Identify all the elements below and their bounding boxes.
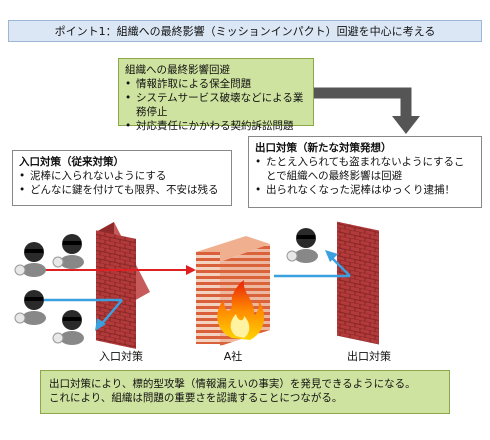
mission-impact-heading: 組織への最終影響回避	[125, 64, 230, 76]
flow-arrow-top-to-exit	[314, 87, 420, 134]
title-text: ポイント1：組織への最終影響（ミッションインパクト）回避を中心に考える	[54, 25, 436, 38]
fire-icon	[217, 280, 265, 340]
blue-blocked-arrow-entrance	[42, 298, 123, 331]
entrance-measures-list: 泥棒に入られないようにする どんなに鍵を付けても限界、不安は残る	[19, 169, 225, 197]
exit-measures-box: 出口対策（新たな対策発想） たとえ入られても盗まれないようにすることで組織への最…	[248, 136, 482, 208]
title-bar: ポイント1：組織への最終影響（ミッションインパクト）回避を中心に考える	[8, 20, 482, 42]
entrance-measures-box: 入口対策（従来対策） 泥棒に入られないようにする どんなに鍵を付けても限界、不安…	[12, 150, 232, 206]
thief-icon	[14, 290, 46, 325]
entrance-label: 入口対策	[99, 350, 143, 363]
list-item: 対応責任にかかわる契約訴訟問題	[125, 119, 307, 133]
blue-blocked-arrow-exit	[274, 250, 351, 278]
thief-icon	[286, 228, 318, 263]
list-item: 情報詐取による保全問題	[125, 77, 307, 91]
red-intrusion-arrow	[42, 265, 196, 275]
conclusion-box: 出口対策により、標的型攻撃（情報漏えいの事実）を発見できるようになる。 これによ…	[40, 370, 450, 414]
list-item: たとえ入られても盗まれないようにすることで組織への最終影響は回避	[255, 155, 475, 183]
thief-icon	[52, 234, 84, 269]
exit-wall	[337, 221, 379, 345]
thief-icon	[14, 242, 46, 277]
list-item: システムサービス破壊などによる業務停止	[125, 91, 307, 119]
exit-measures-heading: 出口対策（新たな対策発想）	[255, 142, 392, 154]
exit-measures-list: たとえ入られても盗まれないようにすることで組織への最終影響は回避 出られなくなっ…	[255, 155, 475, 197]
mission-impact-list: 情報詐取による保全問題 システムサービス破壊などによる業務停止 対応責任にかかわ…	[125, 77, 307, 133]
company-label: A社	[223, 350, 243, 363]
conclusion-line-2: これにより、組織は問題の重要さを認識することにつながる。	[49, 392, 343, 404]
mission-impact-box: 組織への最終影響回避 情報詐取による保全問題 システムサービス破壊などによる業務…	[118, 58, 314, 133]
list-item: どんなに鍵を付けても限界、不安は残る	[19, 183, 225, 197]
list-item: 出られなくなった泥棒はゆっくり逮捕！	[255, 183, 475, 197]
conclusion-line-1: 出口対策により、標的型攻撃（情報漏えいの事実）を発見できるようになる。	[49, 378, 416, 390]
list-item: 泥棒に入られないようにする	[19, 169, 225, 183]
entrance-measures-heading: 入口対策（従来対策）	[19, 156, 124, 168]
exit-label: 出口対策	[347, 350, 391, 363]
entrance-wall	[96, 222, 150, 349]
thief-icon	[52, 310, 84, 345]
